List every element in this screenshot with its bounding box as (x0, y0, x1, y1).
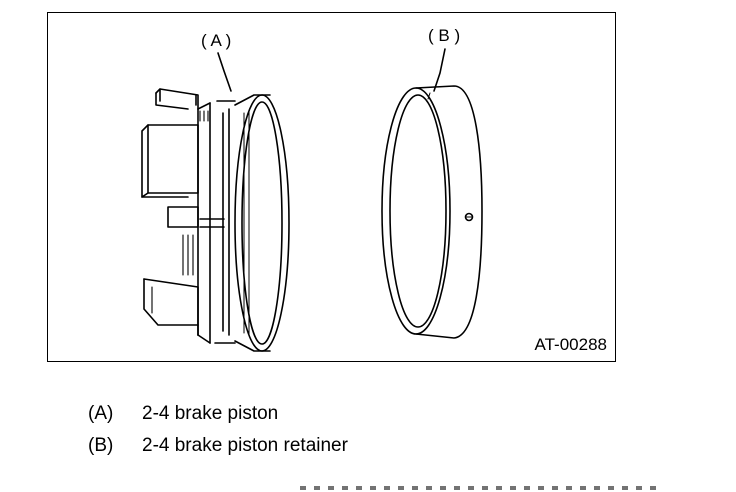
callout-a-label: ( A ) (201, 31, 231, 50)
legend-key: (B) (88, 435, 114, 456)
figure-frame: ( A ) ( B ) (47, 12, 616, 362)
figure-id: AT-00288 (534, 335, 607, 354)
legend-label: 2-4 brake piston (142, 403, 279, 424)
cropped-text-fragment (300, 486, 660, 490)
legend-item: (B) 2-4 brake piston retainer (88, 430, 348, 462)
callout-b-leader (433, 48, 446, 92)
legend-item: (A) 2-4 brake piston (88, 398, 348, 430)
callout-a-leader (217, 52, 232, 92)
legend-label: 2-4 brake piston retainer (142, 435, 348, 456)
legend: (A) 2-4 brake piston (B) 2-4 brake piston … (88, 398, 348, 462)
piston-retainer-b (381, 85, 483, 339)
callout-b-label: ( B ) (428, 26, 460, 45)
piston-illustration: ( A ) ( B ) (141, 26, 483, 352)
legend-key: (A) (88, 403, 114, 424)
brake-piston-a (141, 88, 290, 352)
